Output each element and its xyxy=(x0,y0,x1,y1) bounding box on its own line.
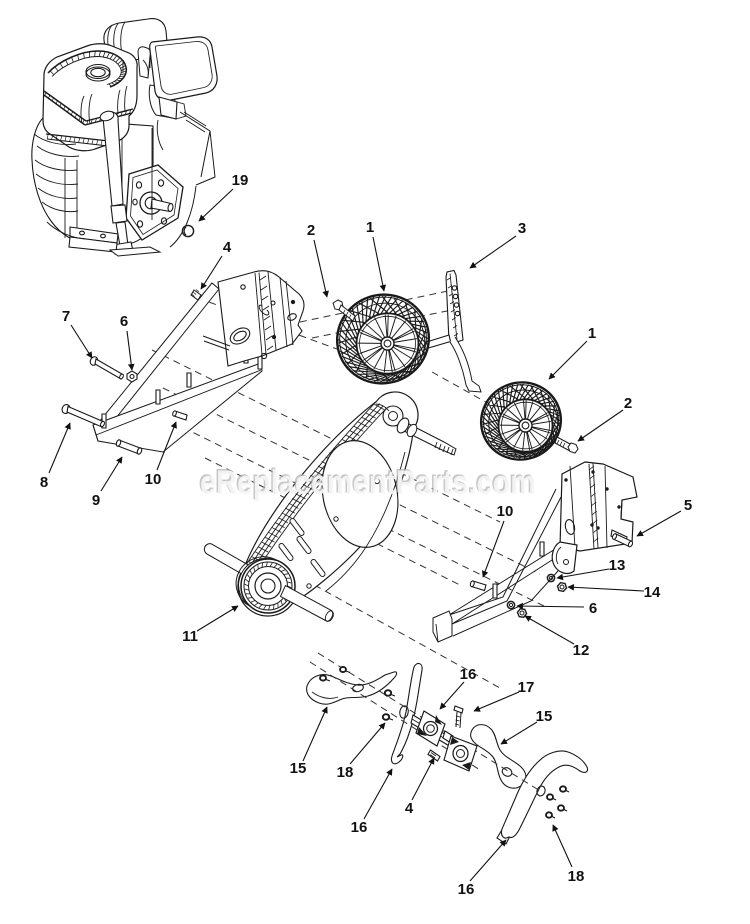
svg-text:11: 11 xyxy=(182,628,198,645)
svg-text:15: 15 xyxy=(536,708,553,725)
svg-text:15: 15 xyxy=(290,760,307,777)
svg-text:8: 8 xyxy=(40,474,48,491)
svg-text:4: 4 xyxy=(405,800,414,817)
svg-text:17: 17 xyxy=(518,679,535,696)
svg-text:1: 1 xyxy=(366,219,374,236)
svg-text:eReplacementParts.com: eReplacementParts.com xyxy=(199,463,535,501)
svg-text:18: 18 xyxy=(568,868,585,885)
svg-text:16: 16 xyxy=(460,666,477,683)
svg-text:14: 14 xyxy=(644,584,661,601)
svg-text:18: 18 xyxy=(337,764,354,781)
svg-text:2: 2 xyxy=(307,222,315,239)
svg-text:16: 16 xyxy=(458,881,475,898)
svg-text:eReplacementParts.com: eReplacementParts.com xyxy=(200,464,536,502)
svg-text:19: 19 xyxy=(232,172,249,189)
svg-text:10: 10 xyxy=(497,503,514,520)
svg-text:1: 1 xyxy=(588,325,596,342)
svg-text:13: 13 xyxy=(609,557,626,574)
svg-text:12: 12 xyxy=(573,642,590,659)
svg-text:16: 16 xyxy=(351,819,368,836)
svg-text:2: 2 xyxy=(624,395,632,412)
svg-text:3: 3 xyxy=(518,220,526,237)
svg-text:9: 9 xyxy=(92,492,100,509)
svg-text:7: 7 xyxy=(62,308,70,325)
svg-text:4: 4 xyxy=(223,239,232,256)
svg-text:5: 5 xyxy=(684,497,692,514)
svg-text:6: 6 xyxy=(120,313,128,330)
svg-text:6: 6 xyxy=(589,600,597,617)
svg-text:10: 10 xyxy=(145,471,162,488)
